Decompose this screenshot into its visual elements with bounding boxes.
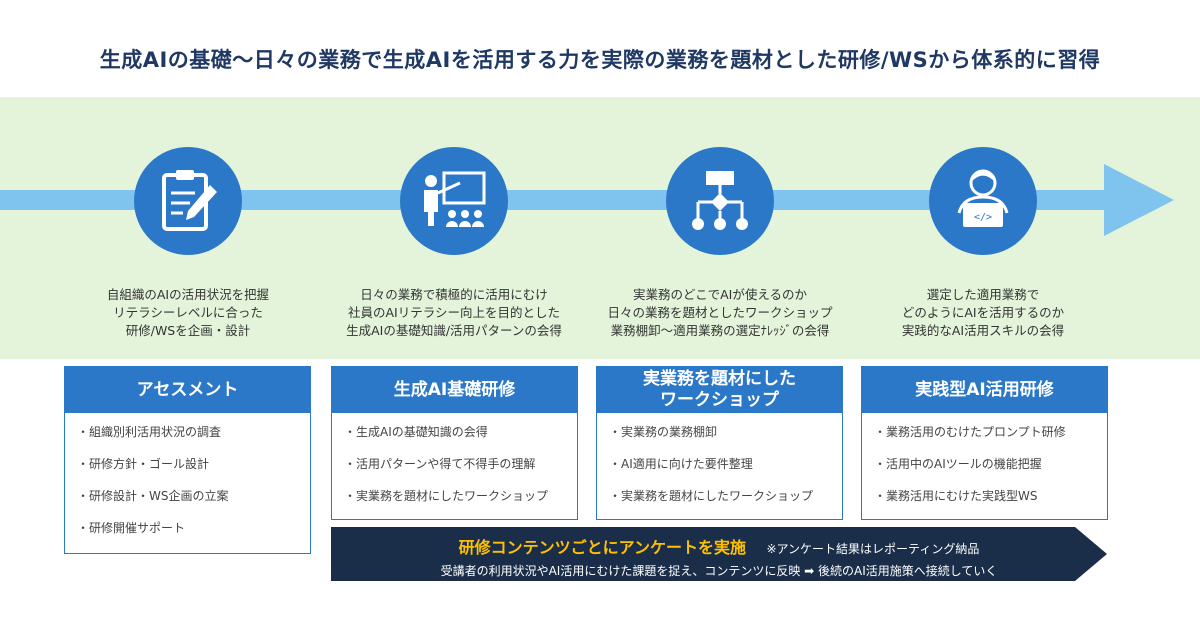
- list-item: AI適用に向けた要件整理: [609, 455, 842, 487]
- page-title: 生成AIの基礎〜日々の業務で生成AIを活用する力を実際の業務を題材とした研修/W…: [99, 48, 1101, 72]
- stage-3-description: 実業務のどこでAIが使えるのか 日々の業務を題材としたワークショップ 業務棚卸〜…: [607, 287, 833, 338]
- survey-note: ※アンケート結果はレポーティング納品: [766, 542, 980, 556]
- list-item: 生成AIの基礎知識の会得: [344, 423, 577, 455]
- stage-4-description: 選定した適用業務で どのようにAIを活用するのか 実践的なAI活用スキルの会得: [901, 287, 1065, 338]
- card-item-list: 生成AIの基礎知識の会得 活用パターンや得て不得手の理解 実業務を題材にしたワー…: [332, 413, 577, 525]
- stage-1-icon-circle: [134, 147, 242, 255]
- flowchart-icon: [692, 171, 748, 230]
- list-item: 業務活用のむけたプロンプト研修: [874, 423, 1107, 455]
- stage-2-icon-circle: [400, 147, 508, 255]
- developer-icon: </>: [957, 169, 1009, 227]
- list-item: 研修開催サポート: [77, 519, 310, 551]
- workshop-card: 実業務を題材にした ワークショップ 実業務の業務棚卸 AI適用に向けた要件整理 …: [596, 366, 843, 520]
- list-item: 業務活用にむけた実践型WS: [874, 487, 1107, 519]
- list-item: 実業務を題材にしたワークショップ: [609, 487, 842, 519]
- list-item: 活用中のAIツールの機能把握: [874, 455, 1107, 487]
- list-item: 実業務を題材にしたワークショップ: [344, 487, 577, 519]
- card-item-list: 業務活用のむけたプロンプト研修 活用中のAIツールの機能把握 業務活用にむけた実…: [862, 413, 1107, 525]
- stage-2-description: 日々の業務で積極的に活用にむけ 社員のAIリテラシー向上を目的とした 生成AIの…: [346, 287, 562, 338]
- stage-1-description: 自組織のAIの活用状況を把握 リテラシーレベルに合った 研修/WSを企画・設計: [106, 287, 270, 338]
- list-item: 実業務の業務棚卸: [609, 423, 842, 455]
- survey-heading: 研修コンテンツごとにアンケートを実施: [458, 538, 747, 557]
- ai-basics-training-card: 生成AI基礎研修 生成AIの基礎知識の会得 活用パターンや得て不得手の理解 実業…: [331, 366, 578, 520]
- stage-4-icon-circle: </>: [929, 147, 1037, 255]
- list-item: 活用パターンや得て不得手の理解: [344, 455, 577, 487]
- list-item: 研修方針・ゴール設計: [77, 455, 310, 487]
- card-title: 実践型AI活用研修: [862, 367, 1107, 413]
- teacher-icon: [424, 171, 486, 227]
- list-item: 組織別利活用状況の調査: [77, 423, 310, 455]
- clipboard-icon: [162, 170, 217, 231]
- stage-3-icon-circle: [666, 147, 774, 255]
- timeline-arrow-head: [1104, 164, 1174, 236]
- timeline-arrow-shaft: [0, 190, 1110, 210]
- card-title: 生成AI基礎研修: [332, 367, 577, 413]
- survey-banner: 研修コンテンツごとにアンケートを実施 ※アンケート結果はレポーティング納品 受講…: [331, 527, 1107, 581]
- assessment-card: アセスメント 組織別利活用状況の調査 研修方針・ゴール設計 研修設計・WS企画の…: [64, 366, 311, 554]
- card-title: 実業務を題材にした ワークショップ: [597, 367, 842, 413]
- practical-training-card: 実践型AI活用研修 業務活用のむけたプロンプト研修 活用中のAIツールの機能把握…: [861, 366, 1108, 520]
- svg-text:</>: </>: [974, 212, 992, 223]
- card-item-list: 組織別利活用状況の調査 研修方針・ゴール設計 研修設計・WS企画の立案 研修開催…: [65, 413, 310, 557]
- survey-detail: 受講者の利用状況やAI活用にむけた課題を捉え、コンテンツに反映 ➡ 後続のAI活…: [440, 564, 998, 578]
- card-item-list: 実業務の業務棚卸 AI適用に向けた要件整理 実業務を題材にしたワークショップ: [597, 413, 842, 525]
- list-item: 研修設計・WS企画の立案: [77, 487, 310, 519]
- card-title: アセスメント: [65, 367, 310, 413]
